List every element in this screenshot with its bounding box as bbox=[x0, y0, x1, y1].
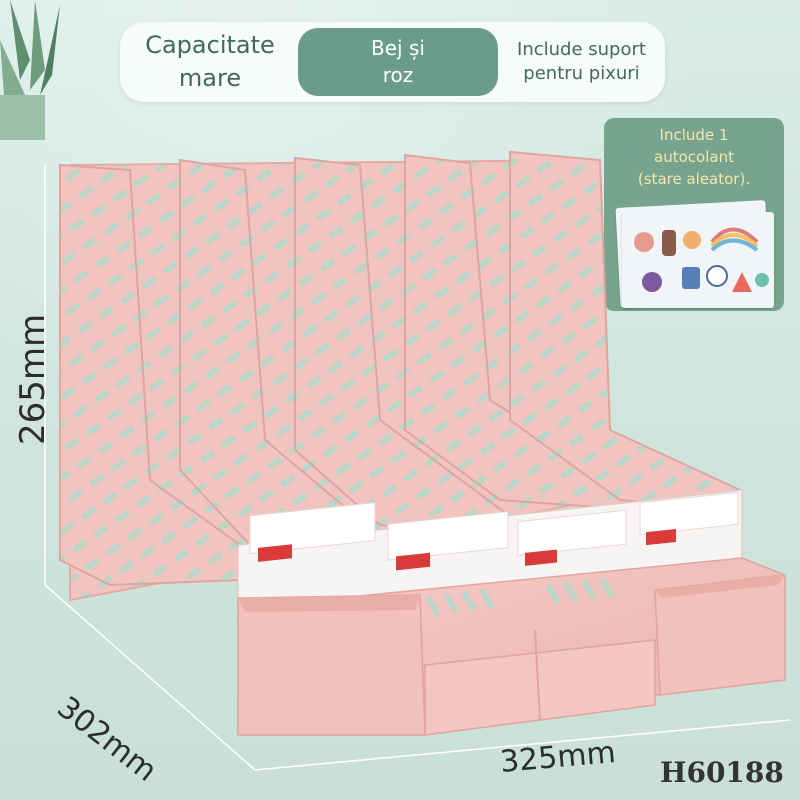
height-dimension: 265mm bbox=[13, 313, 53, 445]
right-cup-rim bbox=[655, 575, 785, 598]
slot-label-2 bbox=[387, 511, 509, 571]
sticker-sheet-front bbox=[622, 212, 774, 308]
width-line bbox=[254, 719, 791, 771]
feature-pen-holder: Include suport pentru pixuri bbox=[517, 39, 646, 84]
feature-color: Bej și roz bbox=[298, 28, 498, 96]
depth-line bbox=[44, 584, 256, 771]
slot-label-1 bbox=[249, 502, 376, 562]
left-cup-rim bbox=[238, 595, 420, 612]
slot-label-4 bbox=[639, 491, 739, 546]
tray-divider bbox=[534, 629, 541, 721]
sticker-info-card: Include 1 autocolant (stare aleator). bbox=[604, 118, 784, 311]
middle-vents bbox=[426, 578, 614, 616]
feature-bar: Capacitate mare Bej și roz Include supor… bbox=[120, 22, 665, 102]
sticker-note: Include 1 autocolant (stare aleator). bbox=[637, 126, 751, 188]
middle-tray bbox=[424, 639, 656, 736]
plant-decoration bbox=[0, 0, 60, 140]
feature-capacity: Capacitate mare bbox=[145, 31, 275, 92]
sticker-illustrations bbox=[634, 227, 769, 292]
slot-label-3 bbox=[517, 509, 627, 566]
model-code: H60188 bbox=[660, 756, 784, 789]
left-pen-cup bbox=[237, 594, 426, 736]
